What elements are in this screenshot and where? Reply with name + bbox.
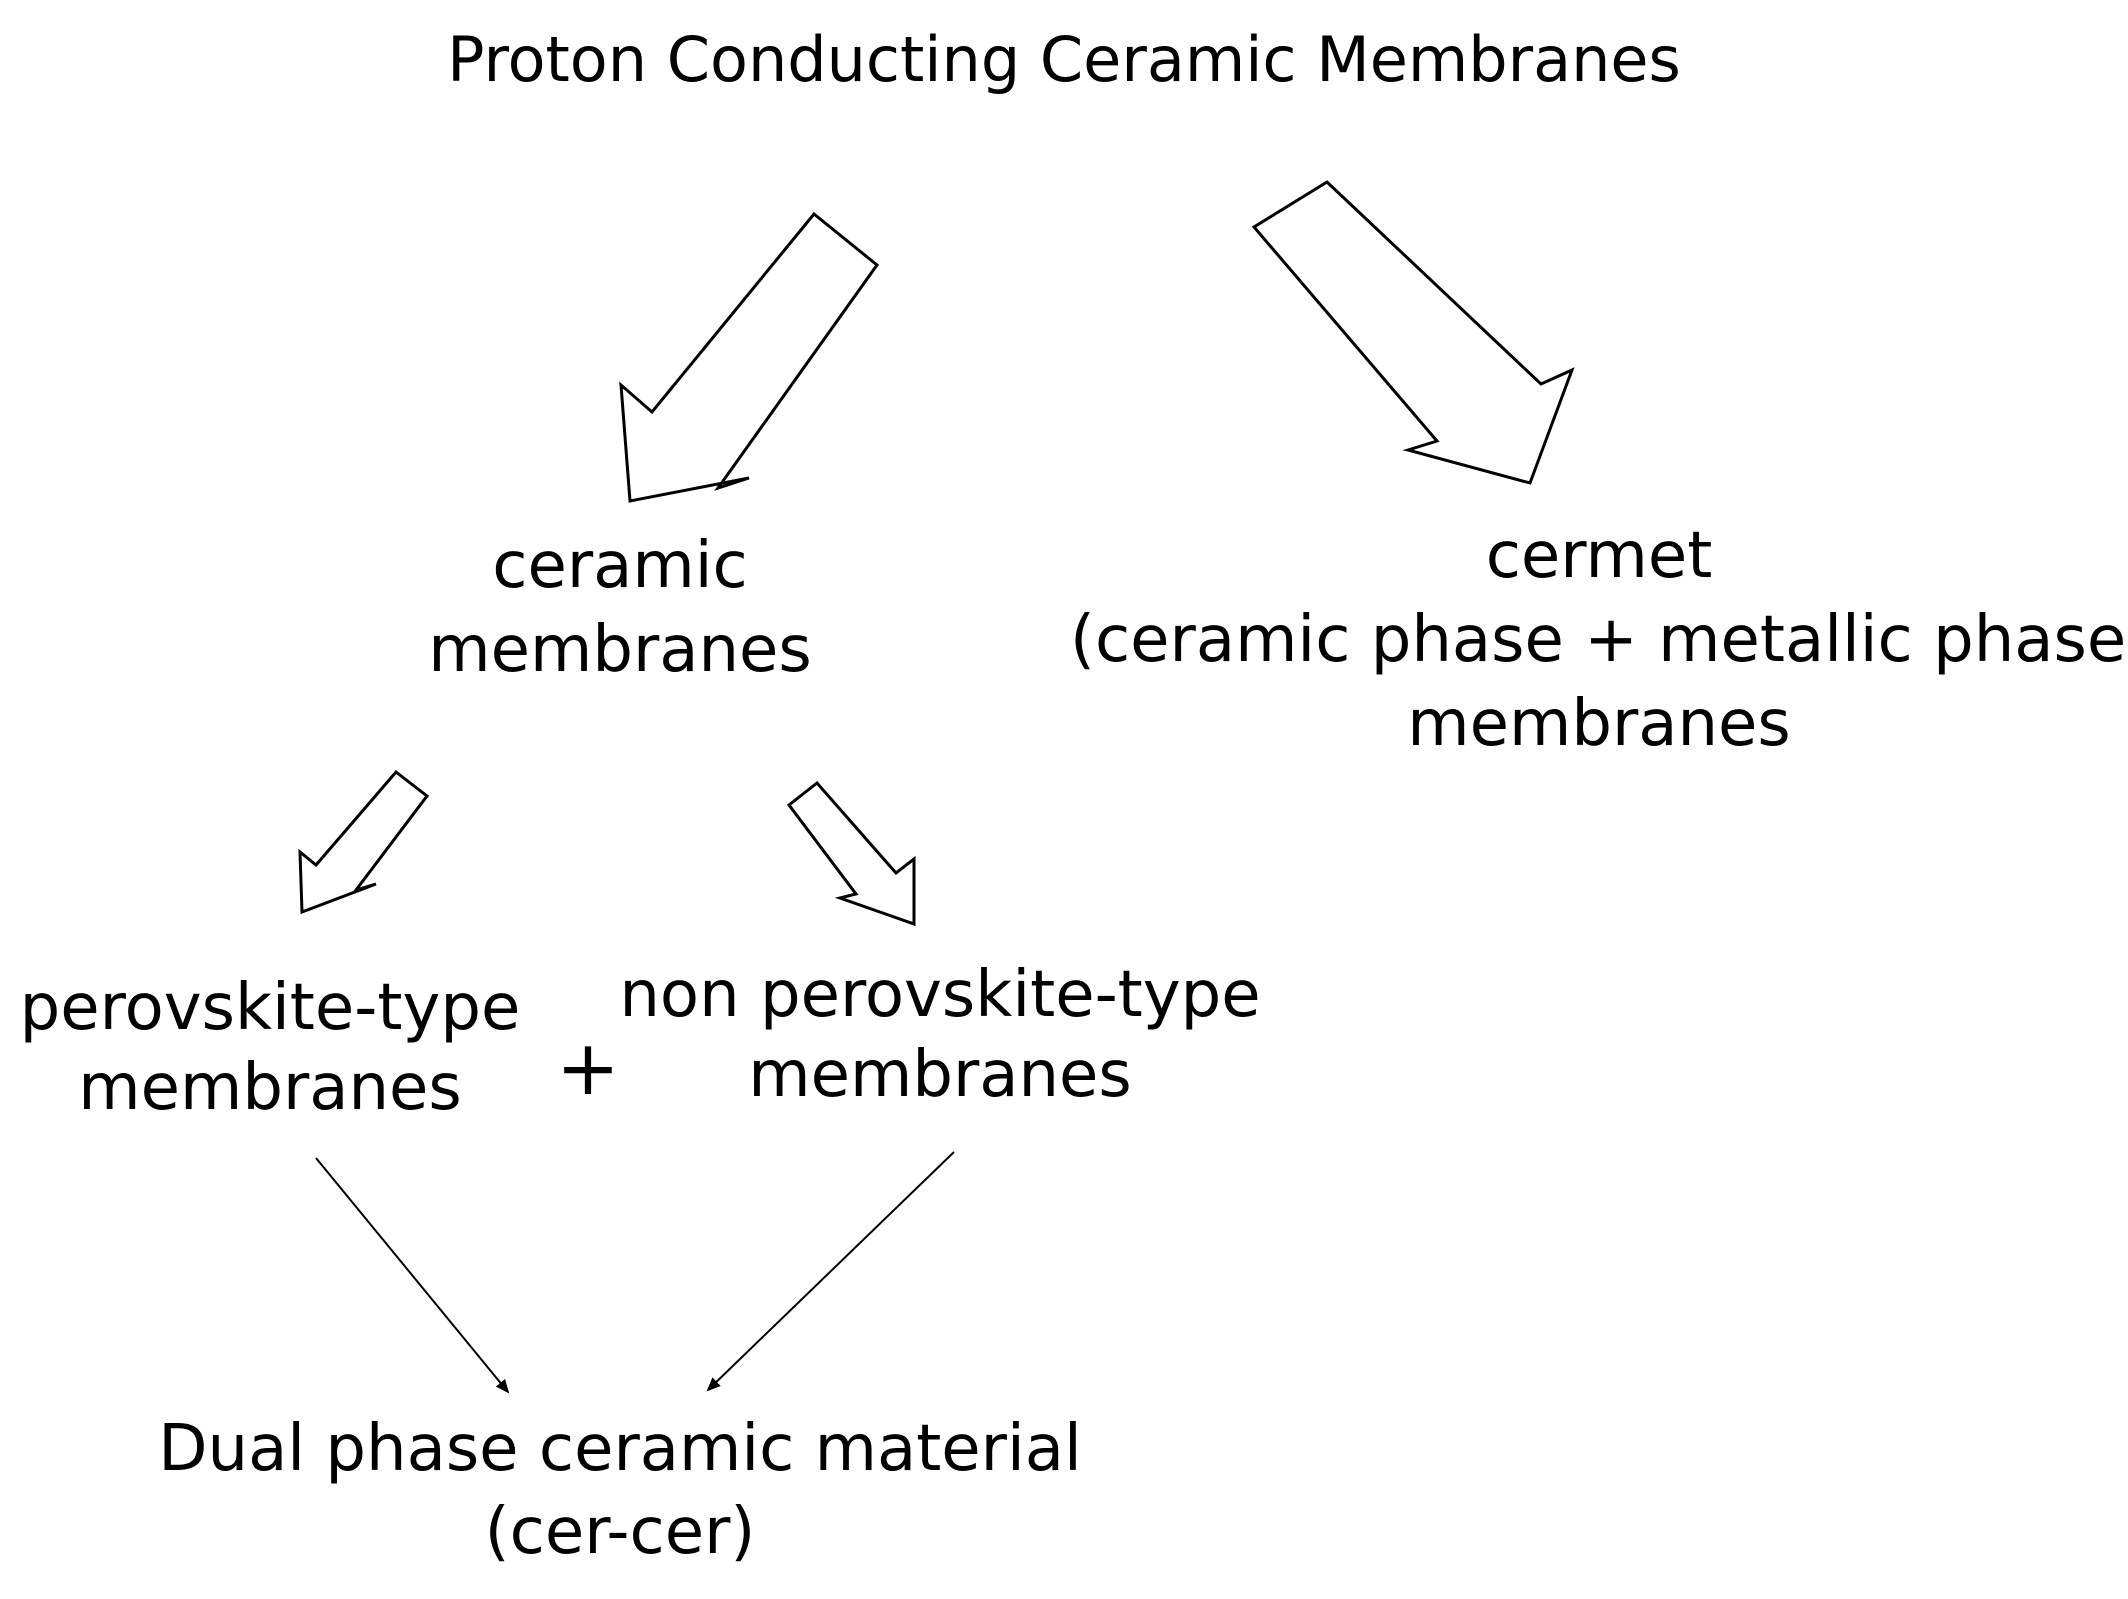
node-cermet-membranes: cermet (ceramic phase + metallic phase) …: [1070, 515, 2128, 766]
node-text-line: membranes: [78, 1051, 462, 1125]
node-text-line: ceramic: [492, 529, 748, 603]
hollow-arrow-to-ceramic: [619, 211, 880, 503]
node-text-line: perovskite-type: [19, 971, 521, 1045]
thin-arrow-non-perovskite-to-dual: [706, 1151, 955, 1392]
hollow-arrow-to-cermet: [1251, 180, 1575, 485]
node-text-line: membranes: [748, 1038, 1132, 1112]
node-non-perovskite-membranes: non perovskite-type membranes: [580, 955, 1300, 1115]
node-text-line: Dual phase ceramic material: [158, 1412, 1082, 1486]
node-text-line: non perovskite-type: [619, 958, 1261, 1032]
node-perovskite-membranes: perovskite-type membranes: [0, 968, 540, 1128]
node-text-line: (cer-cer): [484, 1495, 756, 1570]
plus-sign: +: [556, 1023, 620, 1112]
hollow-arrow-to-perovskite: [298, 769, 430, 915]
node-text-line: cermet: [1485, 519, 1713, 593]
diagram-title: Proton Conducting Ceramic Membranes: [447, 23, 1681, 96]
thin-arrow-perovskite-to-dual: [315, 1157, 510, 1394]
node-text-line: membranes: [428, 612, 812, 687]
node-text-line: membranes: [1407, 686, 1791, 761]
node-text-line: (ceramic phase + metallic phase): [1070, 602, 2128, 677]
hollow-arrow-to-non-perovskite: [786, 780, 916, 927]
node-ceramic-membranes: ceramic membranes: [280, 525, 960, 693]
node-dual-phase-material: Dual phase ceramic material (cer-cer): [120, 1408, 1120, 1574]
